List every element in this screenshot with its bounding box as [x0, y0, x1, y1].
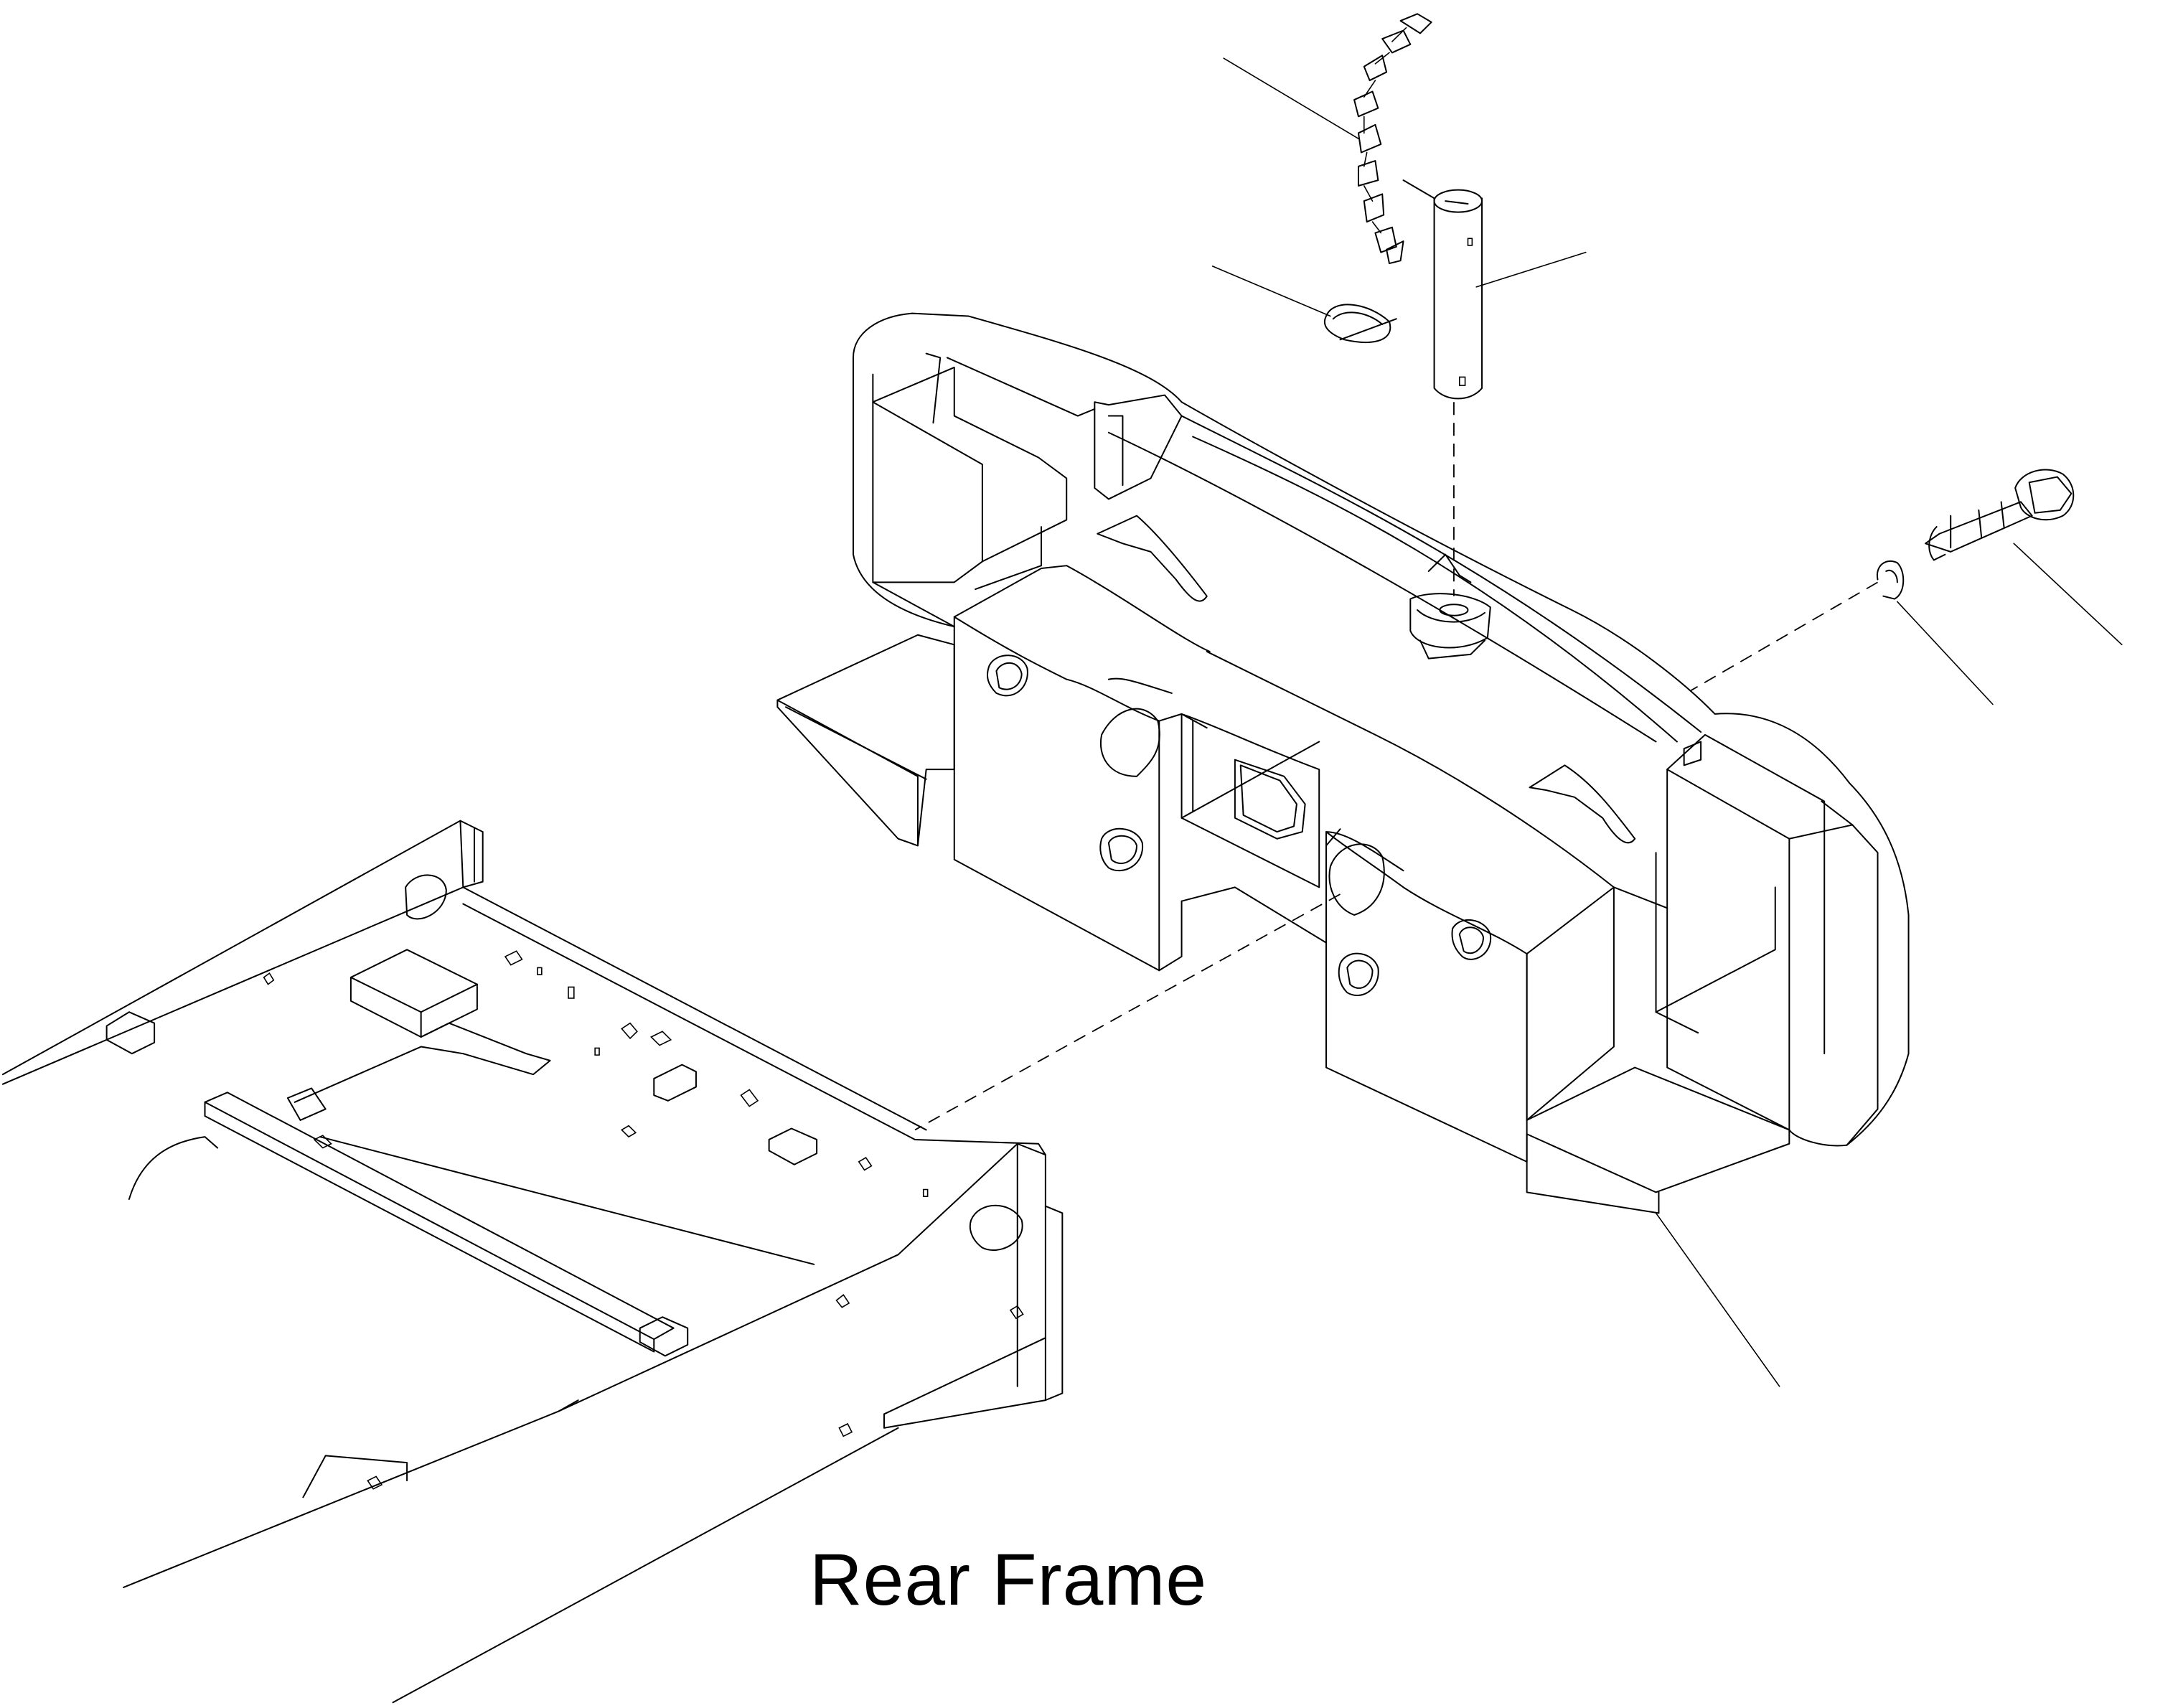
leader-lines	[1213, 58, 2122, 1386]
assembly-lines	[915, 402, 1878, 1130]
bolt-and-washer	[1877, 470, 2073, 599]
end-plate-hole	[970, 1206, 1023, 1250]
rail-hole	[405, 875, 446, 919]
counterweight	[777, 314, 1908, 1214]
rear-frame	[3, 821, 1062, 1703]
diagram-caption: Rear Frame	[809, 1539, 1208, 1620]
pin-and-chain	[1325, 14, 1482, 398]
